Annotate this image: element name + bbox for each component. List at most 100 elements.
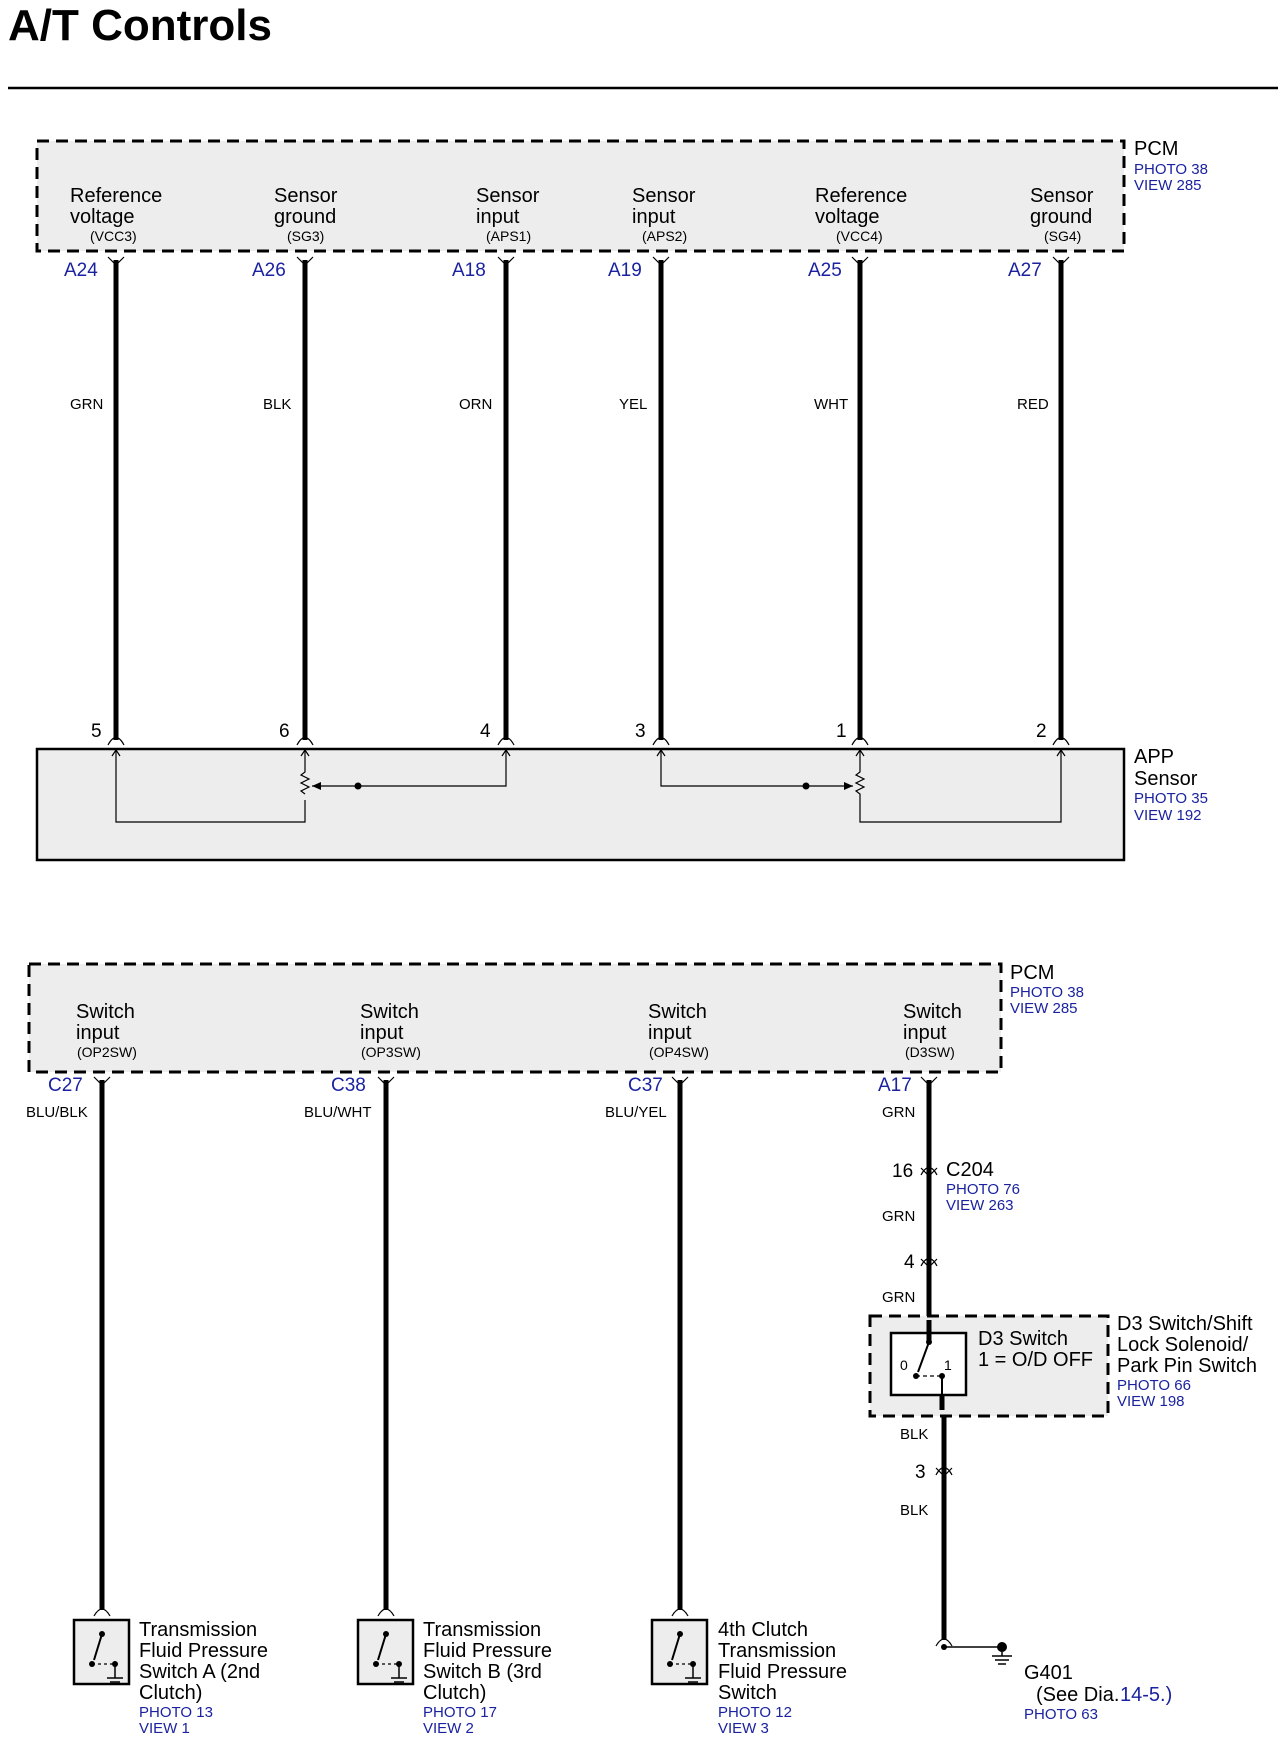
switch-b-label: Switch B (3rd	[423, 1661, 542, 1683]
page-title: A/T Controls	[8, 1, 272, 50]
switch-4th-label: Fluid Pressure	[718, 1661, 847, 1683]
pcm-bottom-pin-label: Switch	[903, 1001, 962, 1023]
pcm-top-pin-label: Sensor	[632, 185, 696, 207]
pcm-top-pin-signal: (APS1)	[486, 228, 531, 244]
pcm-bottom-pin-signal: (D3SW)	[905, 1044, 955, 1060]
pcm-top-pin-id: A24	[64, 260, 98, 281]
pcm-top-pin-label: input	[476, 206, 520, 228]
switch-b-label: Fluid Pressure	[423, 1640, 552, 1662]
pcm-top-pin-id: A18	[452, 260, 486, 281]
app-sensor-photo: PHOTO 35	[1134, 790, 1208, 807]
switch-b-label: Clutch)	[423, 1682, 486, 1704]
wire-color: WHT	[814, 396, 848, 413]
connector-pin-number: 3	[915, 1462, 926, 1483]
pcm-top-pin-label: ground	[1030, 206, 1092, 228]
ground-dia-link[interactable]: 14-5.)	[1120, 1684, 1172, 1706]
pcm-top-pin-label: Sensor	[1030, 185, 1094, 207]
pcm-top-pin-label: Reference	[815, 185, 907, 207]
d3-switch-position: 0	[900, 1357, 908, 1373]
pcm-top-photo: PHOTO 38	[1134, 161, 1208, 178]
pcm-bottom-pin-label: Switch	[360, 1001, 419, 1023]
switch-a-label: Switch A (2nd	[139, 1661, 260, 1683]
switch-b-view: VIEW 2	[423, 1720, 474, 1737]
app-pin-number: 1	[836, 721, 847, 742]
c204-photo: PHOTO 76	[946, 1181, 1020, 1198]
app-pin-number: 3	[635, 721, 646, 742]
pcm-bottom-pin-label: input	[903, 1022, 947, 1044]
pcm-bottom-pin-label: Switch	[648, 1001, 707, 1023]
switch-4th-label: 4th Clutch	[718, 1619, 808, 1641]
switch-b-label: Transmission	[423, 1619, 541, 1641]
pcm-top-view: VIEW 285	[1134, 177, 1202, 194]
wire-color: GRN	[882, 1289, 915, 1306]
d3-switch-inner-label: 1 = O/D OFF	[978, 1349, 1093, 1371]
c204-pin-number: 16	[892, 1161, 913, 1182]
pcm-bottom-pin-id: C38	[331, 1075, 366, 1096]
wire-color: ORN	[459, 396, 492, 413]
app-pin-number: 2	[1036, 721, 1047, 742]
ground-see-dia: (See Dia.	[1036, 1684, 1119, 1706]
d3-assembly-name: Lock Solenoid/	[1117, 1334, 1249, 1356]
ground-name: G401	[1024, 1662, 1073, 1684]
pcm-top-pin-signal: (VCC4)	[836, 228, 883, 244]
switch-a-view: VIEW 1	[139, 1720, 190, 1737]
wire-color: YEL	[619, 396, 647, 413]
switch-4th-view: VIEW 3	[718, 1720, 769, 1737]
pcm-bottom-pin-signal: (OP4SW)	[649, 1044, 709, 1060]
pcm-bottom-pin-label: input	[648, 1022, 692, 1044]
wire-color: BLU/BLK	[26, 1104, 88, 1121]
pcm-top-pin-id: A27	[1008, 260, 1042, 281]
d3-assembly-name: Park Pin Switch	[1117, 1355, 1257, 1377]
pcm-top-pin-label: ground	[274, 206, 336, 228]
pcm-bottom-view: VIEW 285	[1010, 1000, 1078, 1017]
app-sensor-view: VIEW 192	[1134, 807, 1202, 824]
app-sensor-box	[35, 747, 1126, 862]
switch-4th-photo: PHOTO 12	[718, 1704, 792, 1721]
pcm-bottom-photo: PHOTO 38	[1010, 984, 1084, 1001]
wire-color: RED	[1017, 396, 1049, 413]
pcm-bottom-pin-id: C27	[48, 1075, 83, 1096]
switch-4th-label: Transmission	[718, 1640, 836, 1662]
pcm-bottom-pin-id: A17	[878, 1075, 912, 1096]
ground-photo: PHOTO 63	[1024, 1706, 1098, 1723]
pressure-switch-a-icon	[72, 1618, 131, 1686]
switch-a-label: Clutch)	[139, 1682, 202, 1704]
wire-color: BLU/YEL	[605, 1104, 667, 1121]
wire-color: BLK	[900, 1426, 928, 1443]
wire-color: BLK	[900, 1502, 928, 1519]
pcm-bottom-pin-label: Switch	[76, 1001, 135, 1023]
pcm-top-pin-label: voltage	[815, 206, 880, 228]
pressure-switch-b-icon	[356, 1618, 415, 1686]
d3-switch-position: 1	[944, 1357, 952, 1373]
pressure-switch-4th-icon	[650, 1618, 709, 1686]
d3-assembly-name: D3 Switch/Shift	[1117, 1313, 1253, 1335]
pcm-top-pin-signal: (VCC3)	[90, 228, 137, 244]
pcm-bottom-name: PCM	[1010, 962, 1054, 984]
wire-color: BLK	[263, 396, 291, 413]
ground-icon	[941, 1642, 1012, 1665]
pcm-top-pin-label: voltage	[70, 206, 135, 228]
pcm-top-pin-signal: (APS2)	[642, 228, 687, 244]
wire-color: BLU/WHT	[304, 1104, 372, 1121]
pcm-bottom-pin-label: input	[360, 1022, 404, 1044]
app-pin-number: 5	[91, 721, 102, 742]
app-sensor-name: APP	[1134, 746, 1174, 768]
d3-assembly-view: VIEW 198	[1117, 1393, 1185, 1410]
switch-a-photo: PHOTO 13	[139, 1704, 213, 1721]
bottom-wires	[93, 1076, 953, 1647]
pcm-top-pin-id: A26	[252, 260, 286, 281]
pcm-bottom-pin-label: input	[76, 1022, 120, 1044]
pcm-bottom-box	[27, 962, 1003, 1074]
app-pin-number: 6	[279, 721, 290, 742]
c204-name: C204	[946, 1159, 994, 1181]
pcm-bottom-pin-signal: (OP3SW)	[361, 1044, 421, 1060]
wire-color: GRN	[882, 1104, 915, 1121]
pcm-bottom-pin-id: C37	[628, 1075, 663, 1096]
wire-color: GRN	[882, 1208, 915, 1225]
d3-switch-inner-label: D3 Switch	[978, 1328, 1068, 1350]
pcm-bottom-pin-signal: (OP2SW)	[77, 1044, 137, 1060]
wire-color: GRN	[70, 396, 103, 413]
pcm-top-pin-signal: (SG4)	[1044, 228, 1081, 244]
pcm-top-pin-label: Sensor	[274, 185, 338, 207]
